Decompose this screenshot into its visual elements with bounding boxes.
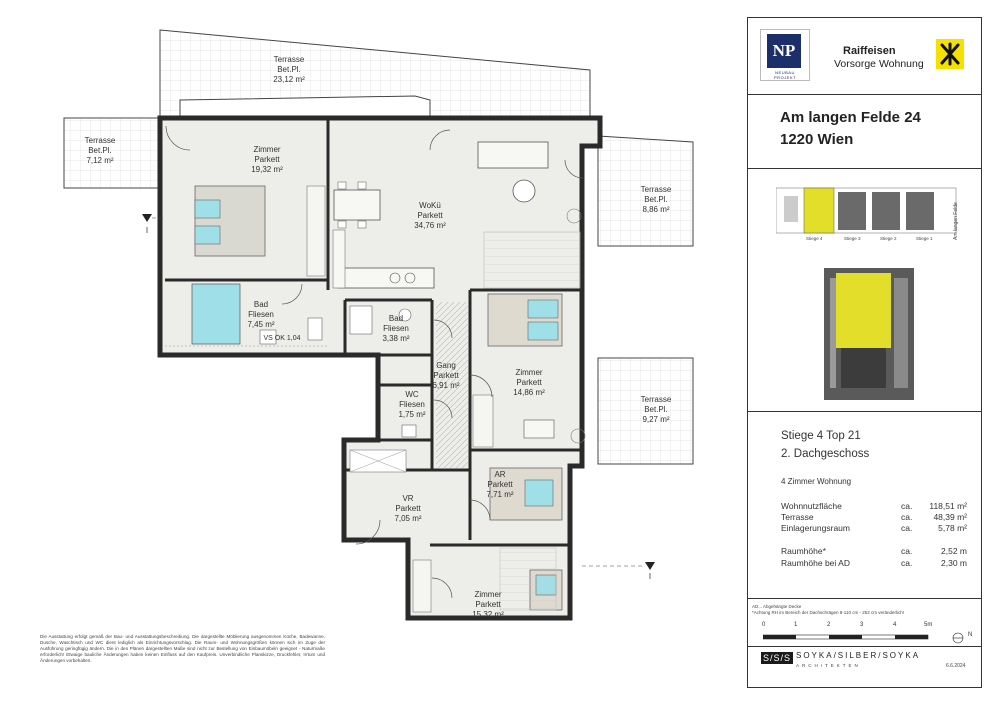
scale-label-3: 3 (860, 622, 864, 628)
scale-label-4: 4 (893, 622, 897, 628)
floor-plan-drawing (63, 29, 694, 621)
plan-date: 6.6.2024 (946, 663, 966, 669)
bad1-fixtures (165, 283, 328, 347)
title-sheet: NP NEUBAU PROJEKT Raiffeisen Vorsorge Wo… (747, 17, 982, 688)
notes: AD... Abgehängte Decke *Achtung RH im Be… (752, 604, 977, 616)
vs-note: VS OK 1,04 (263, 335, 301, 342)
scale-label-2: 2 (827, 622, 831, 628)
note-rh: *Achtung RH im Bereich der Dachschrägen … (752, 610, 904, 615)
street-label: Am langen Felde (953, 202, 959, 240)
bed-zimmer3 (412, 547, 563, 613)
bed-zimmer2 (472, 293, 586, 448)
section-marker-right: I (648, 572, 652, 581)
np-logo: NP NEUBAU PROJEKT (760, 29, 810, 81)
architect-logo: S/S/S (761, 652, 794, 664)
divider-3 (748, 411, 981, 412)
divider-5 (748, 646, 981, 647)
scale-label-0: 0 (762, 622, 766, 628)
stiege-label-4: Stiege 4 (806, 236, 823, 241)
divider-1 (748, 94, 981, 95)
stiege-label-1: Stiege 1 (916, 236, 933, 241)
np-logo-mark: NP (767, 34, 801, 68)
note-ad: AD... Abgehängte Decke (752, 604, 802, 609)
north-label: N (968, 632, 973, 638)
unit-title: Stiege 4 Top 21 (781, 430, 861, 442)
divider-2 (748, 168, 981, 169)
section-marker-left: I (145, 226, 149, 235)
disclaimer-text: Die Ausstattung erfolgt gemäß der Bau- u… (40, 634, 325, 663)
stair-below (483, 231, 581, 289)
raiffeisen-subtitle: Vorsorge Wohnung (834, 58, 924, 70)
address-line2: 1220 Wien (780, 131, 854, 148)
raiffeisen-logo-icon (936, 39, 964, 69)
interior-walls (165, 118, 582, 547)
terrasse-left-area (63, 117, 161, 189)
terrasse-right2-area (597, 357, 694, 465)
stiege-label-3: Stiege 3 (844, 236, 861, 241)
raiffeisen-name: Raiffeisen (843, 45, 896, 57)
bad2-fixtures (349, 305, 417, 438)
key-plan-drawing (775, 187, 957, 400)
scale-label-1: 1 (794, 622, 798, 628)
stiege-label-2: Stiege 2 (880, 236, 897, 241)
door-swings (165, 125, 584, 599)
ar-furniture (489, 467, 563, 521)
gang-hatch (436, 302, 468, 468)
architect-name: SOYKA/SILBER/SOYKA (796, 651, 921, 660)
unit-floor: 2. Dachgeschoss (781, 448, 870, 460)
divider-4 (748, 598, 981, 599)
architect-subtitle: ARCHITEKTEN (796, 663, 861, 668)
vr-furniture (349, 449, 407, 473)
woku-furniture (332, 141, 582, 289)
scale-bar (763, 632, 964, 644)
scale-label-5: 5m (924, 622, 933, 628)
section-markers (142, 214, 655, 570)
np-logo-subtitle: NEUBAU PROJEKT (774, 70, 796, 80)
bed-zimmer1 (194, 185, 326, 277)
unit-type: 4 Zimmer Wohnung (781, 477, 852, 486)
address-line1: Am langen Felde 24 (780, 109, 921, 126)
key-plan (775, 178, 961, 408)
terrasse-right1-area (597, 135, 694, 247)
